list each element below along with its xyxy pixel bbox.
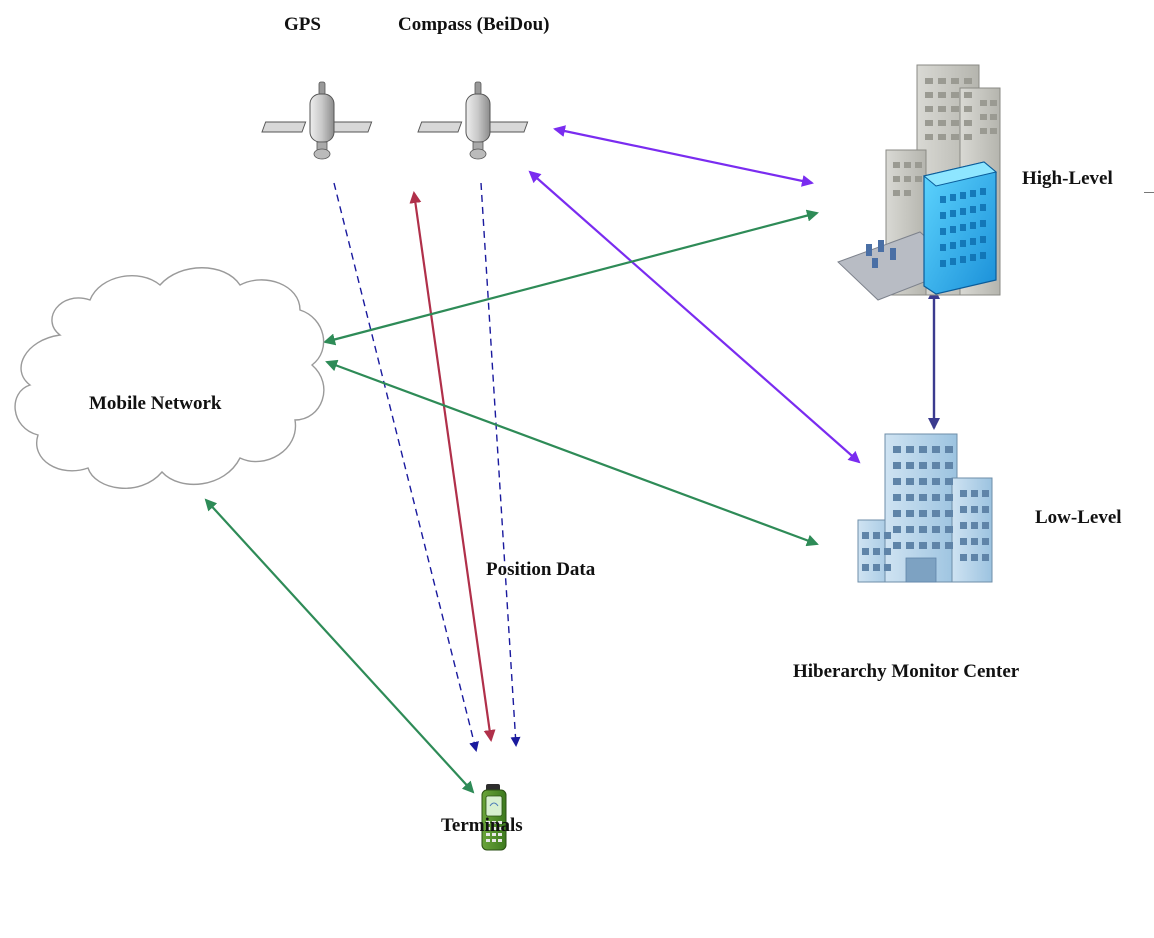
network-low-level-link bbox=[325, 359, 819, 547]
network-terminal-link bbox=[204, 498, 475, 794]
high-level-label: High-Level bbox=[1022, 168, 1113, 189]
compass-high-level-link bbox=[553, 125, 814, 187]
network-high-level-link bbox=[323, 209, 819, 346]
satellite-icon bbox=[417, 81, 529, 160]
building-complex-icon bbox=[837, 64, 1001, 301]
position-data-label: Position Data bbox=[486, 559, 596, 580]
gps-to-terminal-link bbox=[333, 182, 479, 752]
compass-label: Compass (BeiDou) bbox=[398, 14, 550, 35]
satellite-icon bbox=[261, 81, 373, 160]
gps-label: GPS bbox=[284, 14, 321, 35]
position-data-link bbox=[409, 191, 496, 742]
monitor-center-label: Hiberarchy Monitor Center bbox=[793, 661, 1020, 682]
divider-mark bbox=[1144, 180, 1154, 193]
mobile-network-label: Mobile Network bbox=[89, 393, 222, 414]
office-building-icon bbox=[857, 433, 993, 583]
compass-to-terminal-link bbox=[480, 182, 521, 747]
handheld-device-icon bbox=[481, 784, 507, 851]
low-level-label: Low-Level bbox=[1035, 507, 1122, 528]
cloud-icon bbox=[14, 267, 325, 489]
terminals-label: Terminals bbox=[441, 815, 523, 836]
